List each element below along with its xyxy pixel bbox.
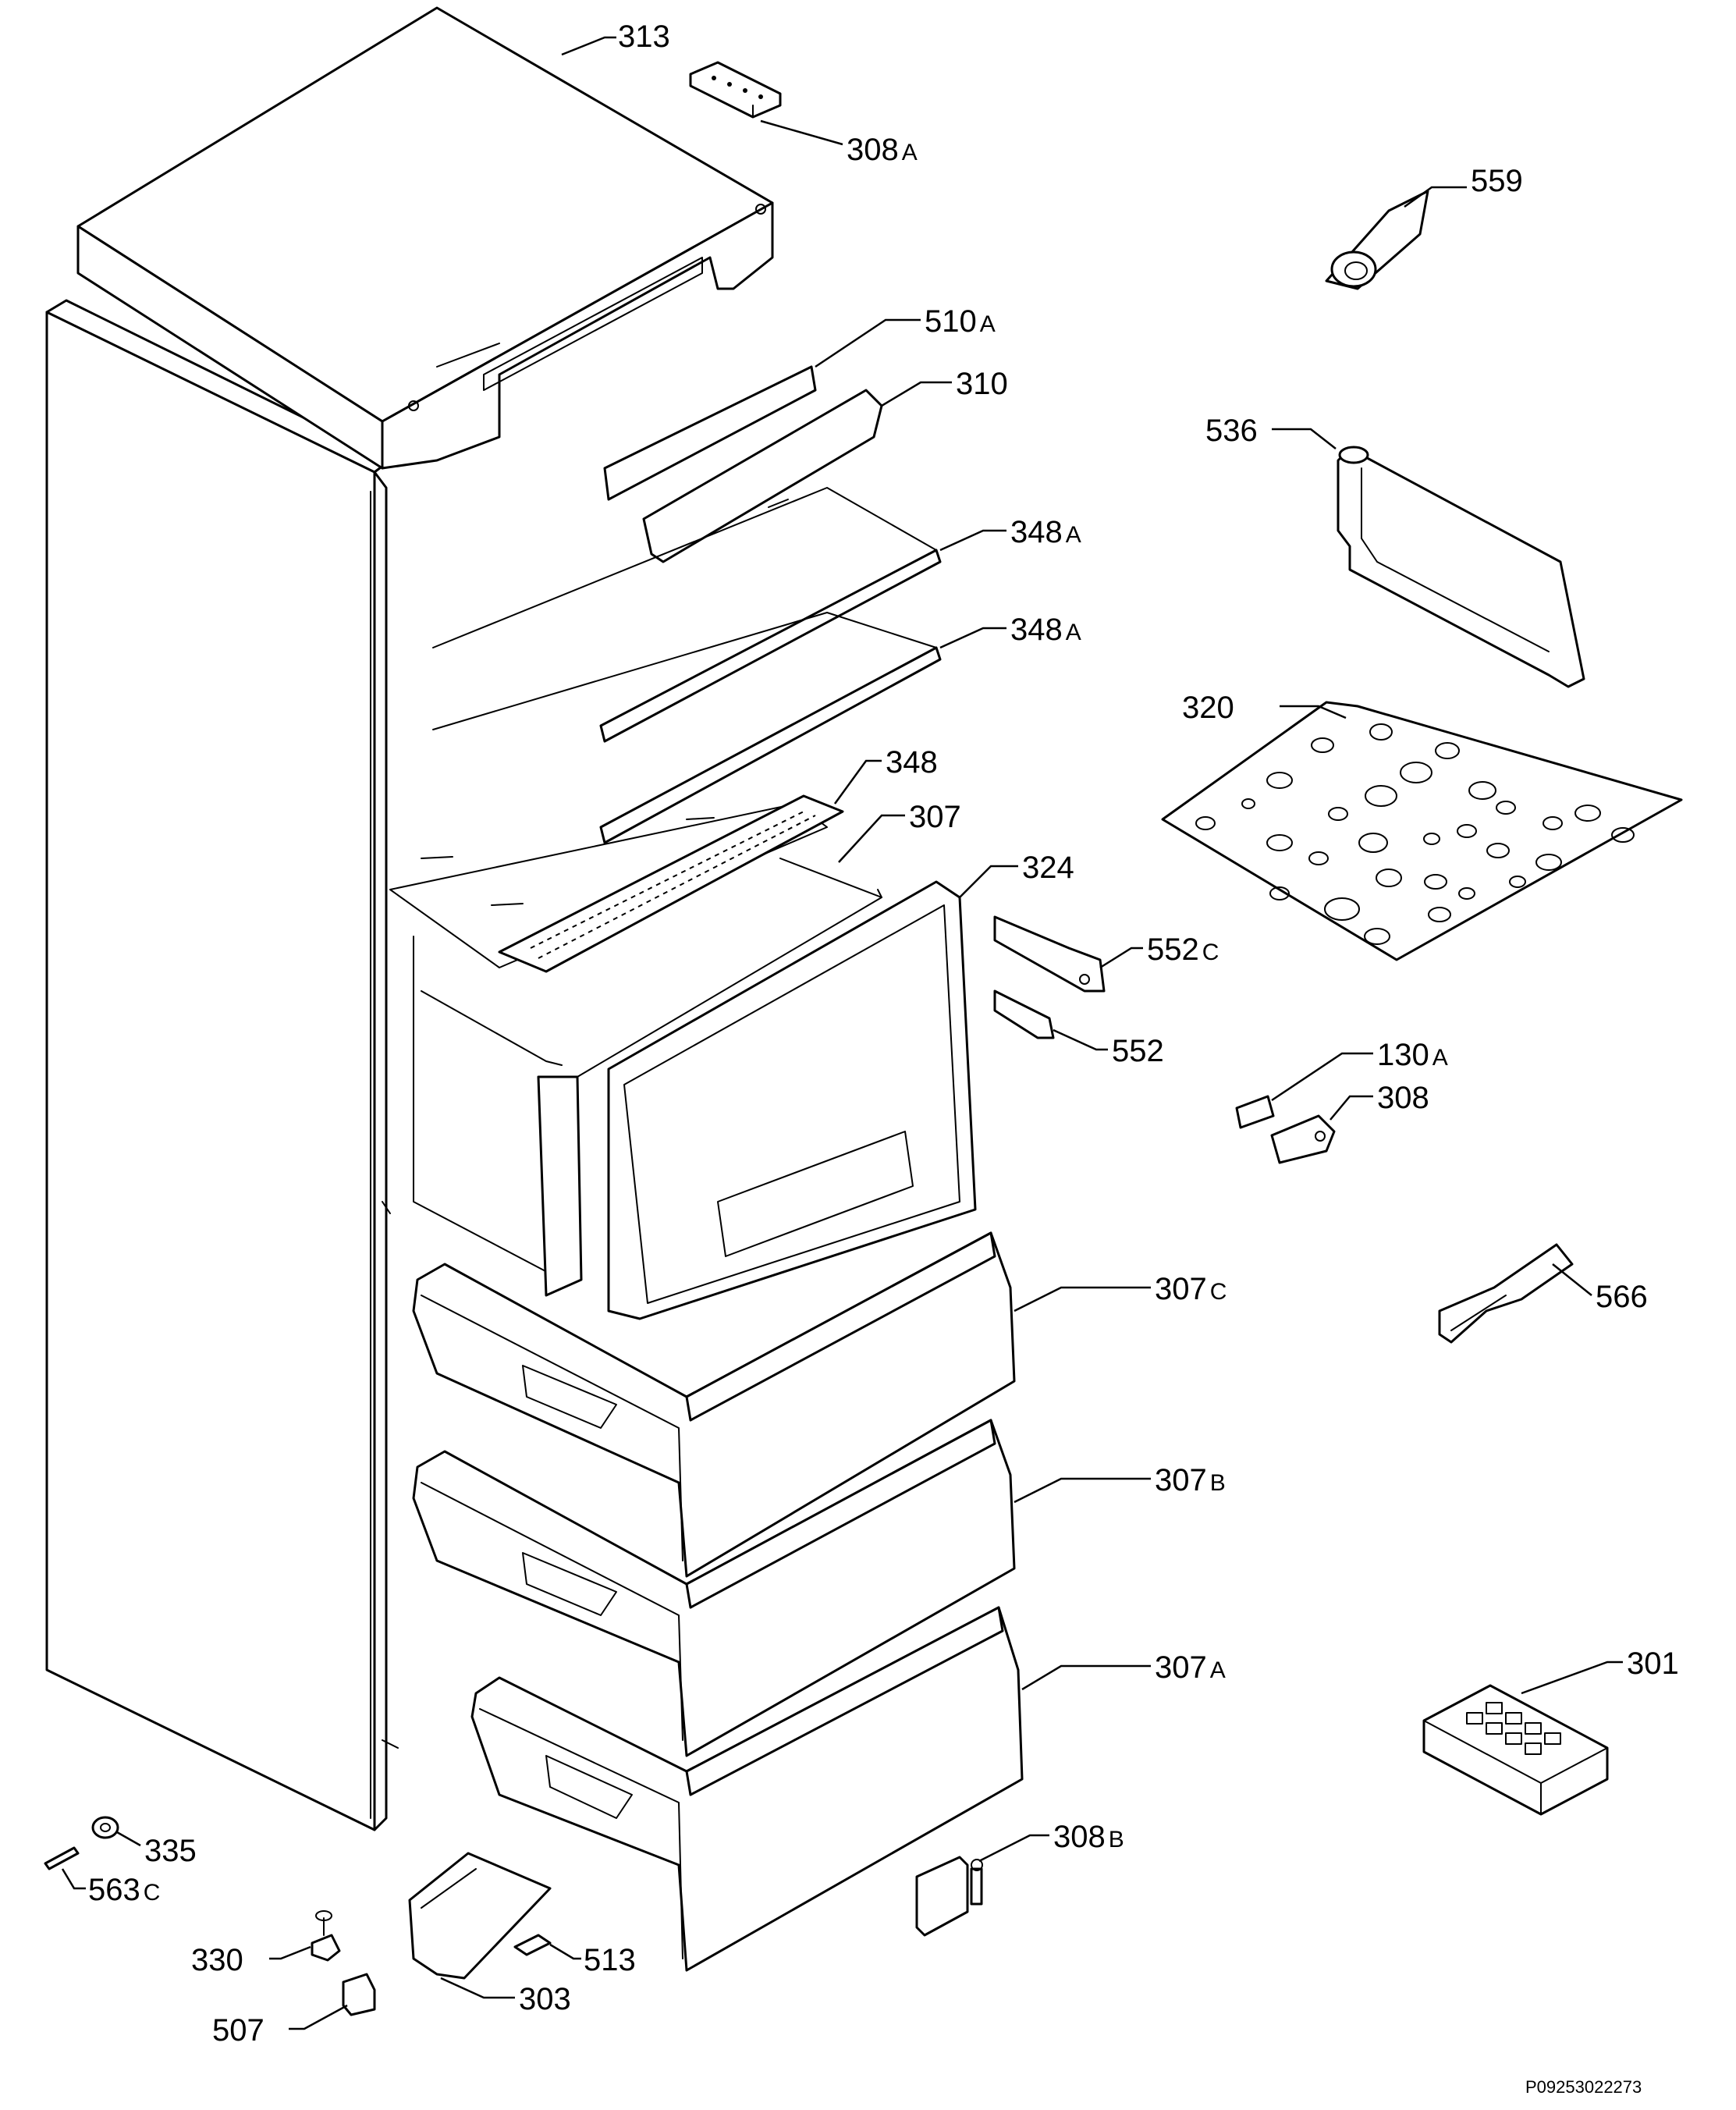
label-559: 559 bbox=[1471, 164, 1523, 198]
leader-lines bbox=[61, 36, 1623, 2030]
label-330: 330 bbox=[191, 1943, 243, 1977]
label-313: 313 bbox=[618, 20, 670, 54]
label-310: 310 bbox=[956, 367, 1008, 401]
cabinet-body bbox=[45, 299, 399, 1831]
label-335: 335 bbox=[144, 1834, 197, 1868]
label-303: 303 bbox=[519, 1982, 571, 2016]
part-513 bbox=[513, 1934, 552, 1956]
glass-shelf bbox=[389, 803, 828, 968]
divider-536 bbox=[1337, 446, 1585, 688]
drawer-307a bbox=[470, 1606, 1024, 1972]
label-536: 536 bbox=[1205, 414, 1258, 448]
part-130a bbox=[1235, 1095, 1275, 1129]
drawer-307b bbox=[412, 1419, 1016, 1757]
flap-510a bbox=[603, 365, 817, 501]
label-324: 324 bbox=[1022, 851, 1074, 885]
label-348: 348 bbox=[886, 745, 938, 780]
label-308: 308 bbox=[1377, 1081, 1429, 1115]
label-307: 307 bbox=[909, 800, 961, 834]
label-513: 513 bbox=[584, 1943, 636, 1977]
plinth-303 bbox=[408, 1852, 552, 1980]
bush-335 bbox=[91, 1816, 119, 1839]
grid-plate-348 bbox=[498, 794, 844, 973]
hinge-308a bbox=[689, 61, 782, 119]
drawer-front-324 bbox=[607, 880, 977, 1320]
shelf-348a-upper bbox=[432, 487, 942, 743]
drawer-307 bbox=[413, 858, 882, 1297]
shelf-348a-lower bbox=[432, 612, 942, 844]
ice-tray-301 bbox=[1422, 1684, 1609, 1816]
slide-552c bbox=[993, 915, 1106, 993]
foot-330 bbox=[311, 1910, 341, 1962]
pin-563c bbox=[44, 1846, 80, 1870]
label-566: 566 bbox=[1596, 1280, 1648, 1314]
part-559 bbox=[1325, 190, 1429, 290]
drawer-307c bbox=[412, 1231, 1016, 1578]
label-320: 320 bbox=[1182, 691, 1234, 725]
part-507 bbox=[342, 1973, 376, 2016]
flap-310 bbox=[642, 389, 883, 563]
hinge-308b bbox=[915, 1856, 983, 1937]
drawing-code: P09253022273 bbox=[1525, 2077, 1642, 2097]
label-552: 552 bbox=[1112, 1034, 1164, 1068]
top-cover-313 bbox=[76, 6, 774, 470]
part-566 bbox=[1438, 1243, 1574, 1344]
label-301: 301 bbox=[1627, 1646, 1679, 1681]
label-507: 507 bbox=[212, 2013, 264, 2048]
hinge-308 bbox=[1270, 1114, 1336, 1164]
plate-320 bbox=[1161, 701, 1683, 961]
slide-552 bbox=[993, 989, 1055, 1039]
